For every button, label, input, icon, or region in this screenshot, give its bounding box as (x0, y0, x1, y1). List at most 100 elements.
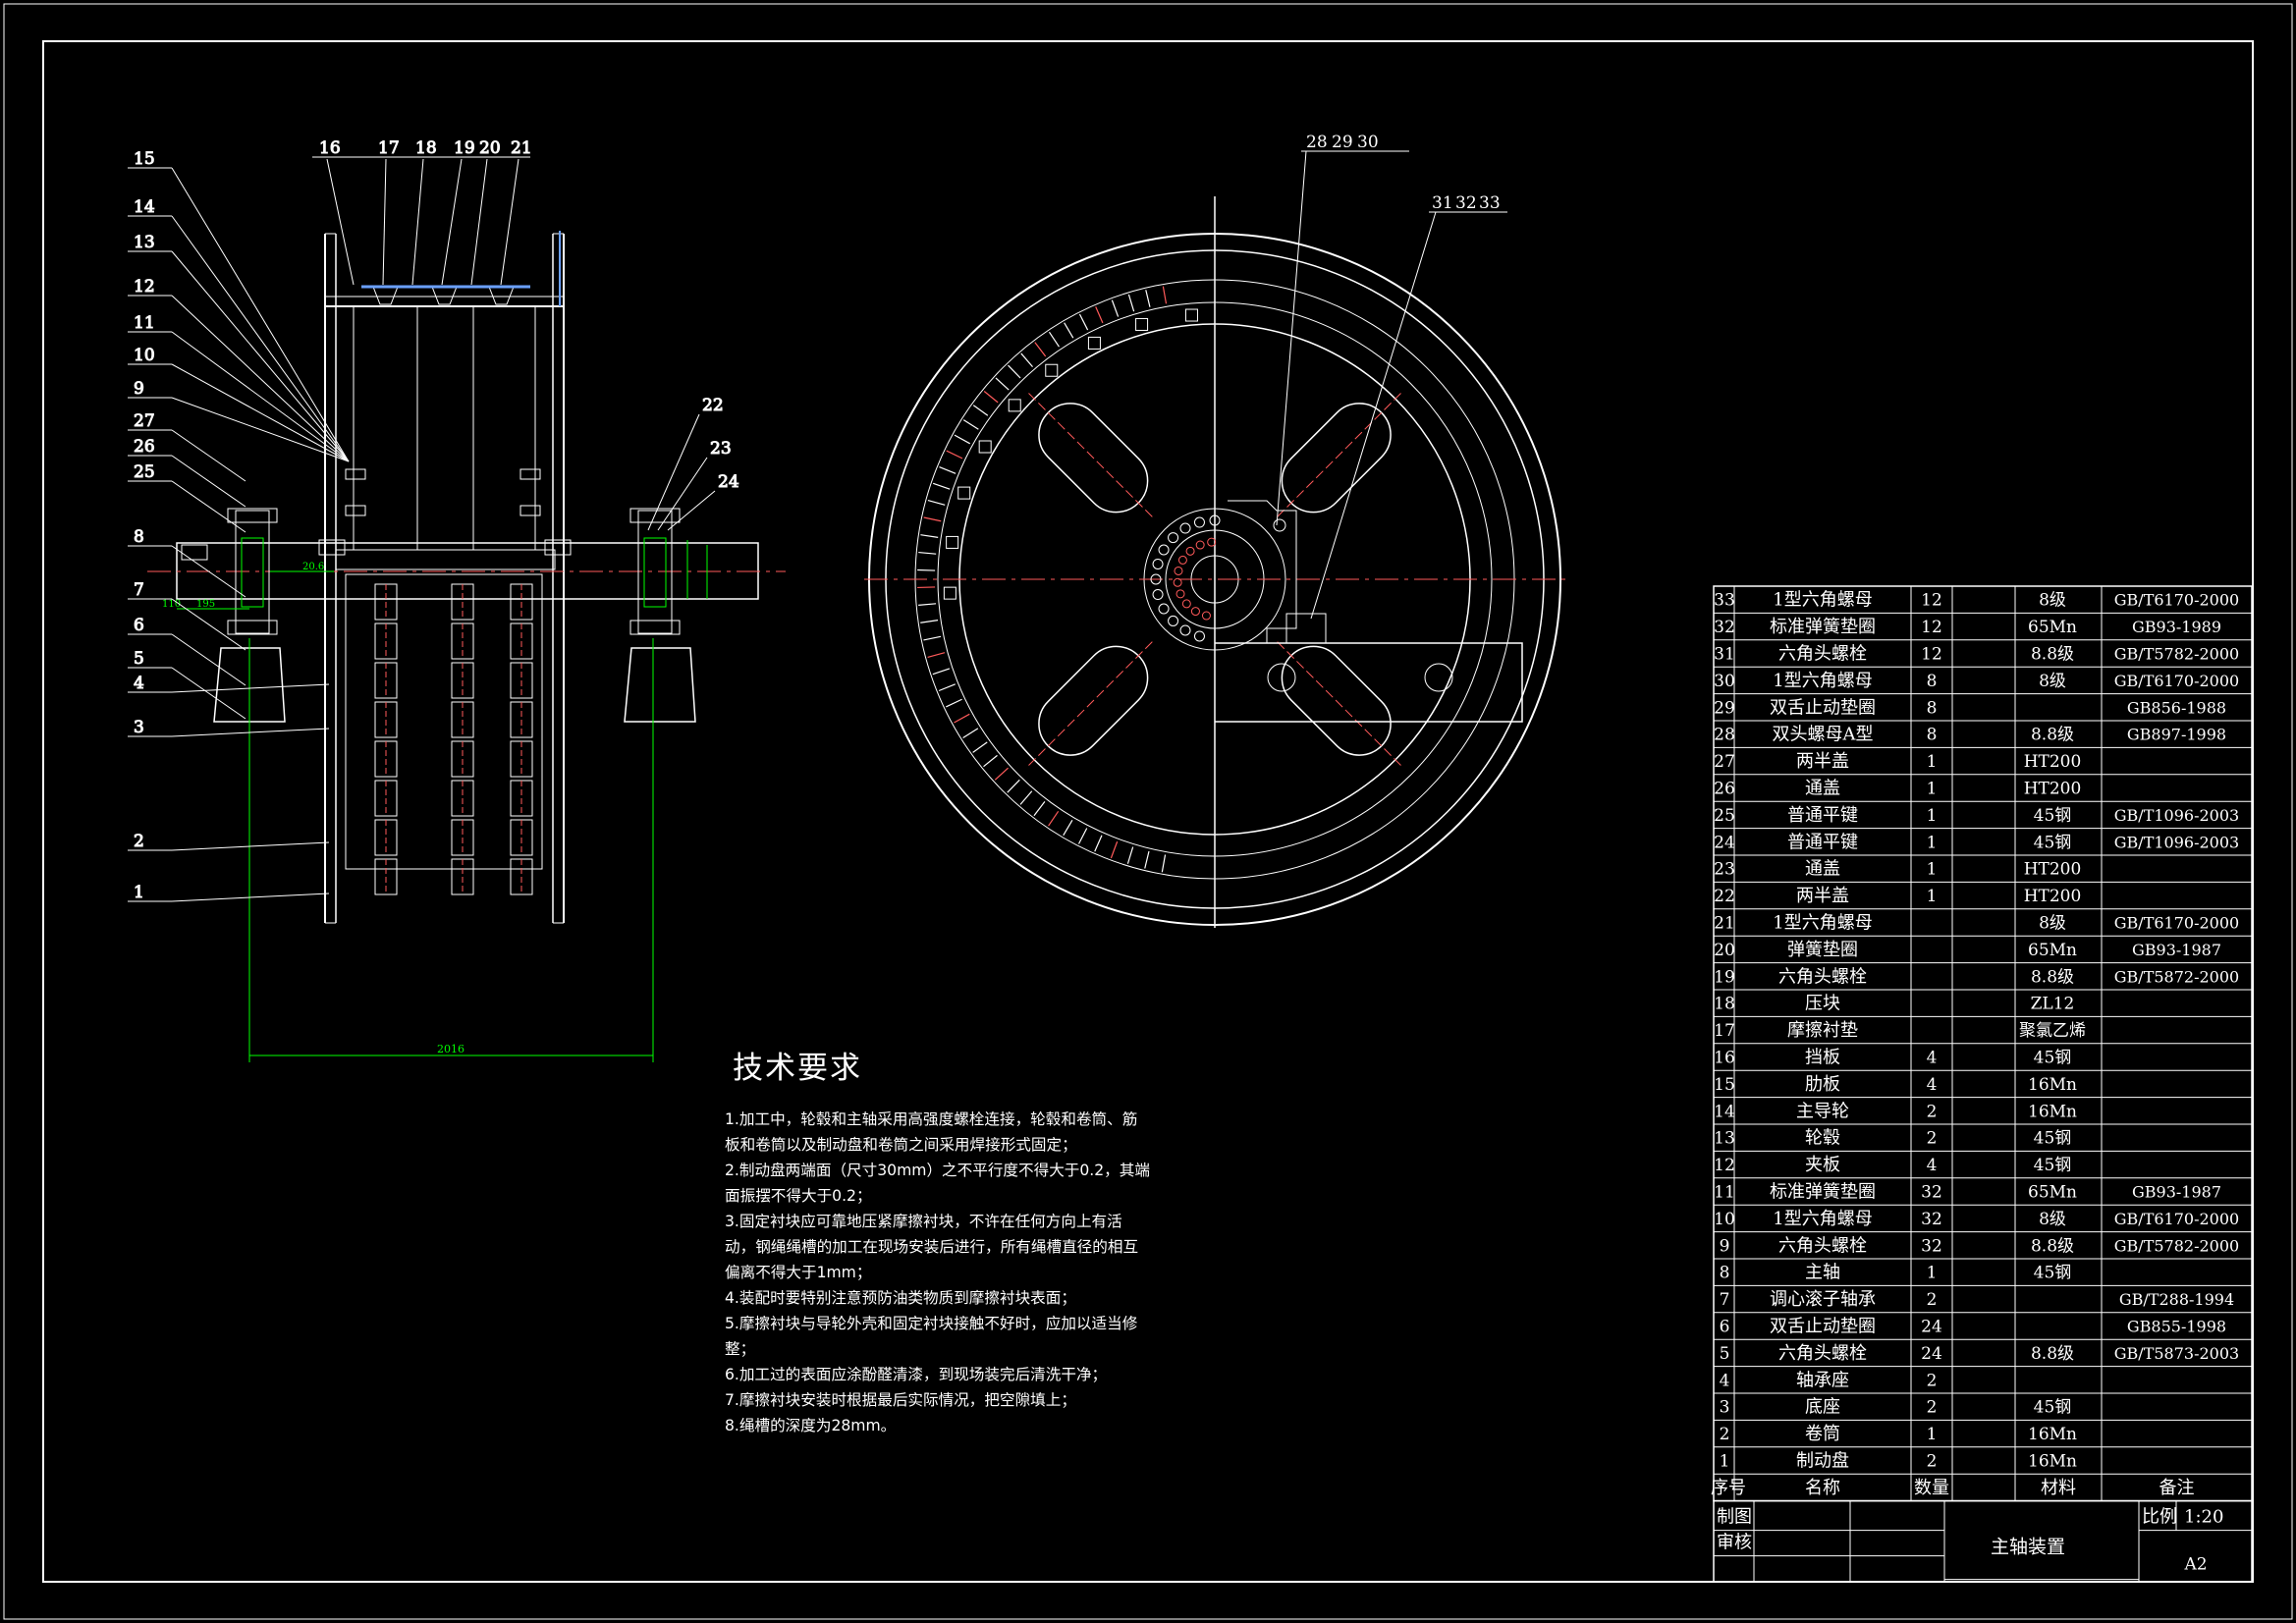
bom-no: 19 (1714, 967, 1735, 987)
bom-qty: 1 (1927, 806, 1938, 826)
callout-label: 27 (134, 411, 155, 431)
bom-row: 23 通盖 1 HT200 (1714, 859, 2081, 880)
bom-mat: HT200 (2024, 752, 2082, 772)
bom-name: 轴承座 (1796, 1370, 1849, 1390)
bom-header-name: 名称 (1805, 1478, 1840, 1498)
bom-no: 12 (1714, 1156, 1735, 1175)
bom-mat: 16Mn (2028, 1075, 2077, 1095)
bom-no: 18 (1714, 995, 1735, 1014)
bom-name: 通盖 (1805, 859, 1840, 880)
bom-qty: 4 (1927, 1049, 1938, 1068)
tech-title: 技术要求 (733, 1051, 862, 1086)
callout-label: 18 (415, 138, 437, 158)
bom-qty: 1 (1927, 780, 1938, 799)
bom-mat: HT200 (2024, 860, 2082, 880)
tech-line: 7.摩擦衬块安装时根据最后实际情况，把空隙填上； (725, 1391, 1076, 1409)
bom-mat: 8.8级 (2031, 1236, 2074, 1256)
bom-no: 23 (1714, 860, 1735, 880)
bom-name: 六角头螺栓 (1778, 1343, 1867, 1364)
bom-no: 27 (1714, 752, 1735, 772)
bom-no: 11 (1714, 1183, 1735, 1203)
callout-label: 21 (511, 138, 532, 158)
bom-qty: 1 (1927, 860, 1938, 880)
bom-header: 序号名称数量材料备注 (1711, 1478, 2195, 1498)
bom-mat: 45钢 (2034, 1398, 2072, 1418)
bom-name: 底座 (1805, 1397, 1840, 1418)
bom-no: 9 (1720, 1236, 1730, 1256)
technical-requirements: 技术要求 1.加工中，轮毂和主轴采用高强度螺栓连接，轮毂和卷筒、筋板和卷筒以及制… (725, 1043, 1157, 1438)
callout-label: 28 (1306, 133, 1328, 152)
bom-mat: 45钢 (2034, 806, 2072, 826)
tech-line: 5.摩擦衬块与导轮外壳和固定衬块接触不好时，应加以适当修 (725, 1315, 1138, 1332)
bom-note: GB/T5872-2000 (2114, 967, 2239, 986)
bom-mat: 8.8级 (2031, 967, 2074, 987)
callout-label: 33 (1479, 193, 1501, 213)
bom-qty: 32 (1921, 1210, 1942, 1229)
tech-line: 面振摆不得大于0.2； (725, 1187, 872, 1205)
bom-no: 5 (1720, 1344, 1730, 1364)
bom-mat: 45钢 (2034, 1156, 2072, 1175)
bom-name: 压块 (1805, 994, 1840, 1014)
bom-name: 双头螺母A型 (1773, 725, 1874, 745)
bom-note: GB/T6170-2000 (2114, 1210, 2239, 1228)
bom-header-no: 序号 (1711, 1478, 1746, 1498)
bom-no: 22 (1714, 887, 1735, 906)
callout-label: 8 (134, 527, 144, 547)
bom-qty: 32 (1921, 1236, 1942, 1256)
bom-mat: ZL12 (2031, 995, 2075, 1014)
callout-label: 30 (1357, 133, 1379, 152)
bom-no: 3 (1720, 1398, 1730, 1418)
tech-line: 1.加工中，轮毂和主轴采用高强度螺栓连接，轮毂和卷筒、筋 (725, 1110, 1138, 1128)
bom-header-mat: 材料 (2041, 1478, 2076, 1498)
bom-no: 26 (1714, 780, 1735, 799)
callout-label: 29 (1332, 133, 1353, 152)
callout-label: 1 (134, 883, 144, 902)
callout-label: 9 (134, 379, 144, 399)
callout-label: 10 (134, 346, 155, 365)
bom-qty: 1 (1927, 833, 1938, 852)
bom-name: 两半盖 (1796, 751, 1849, 772)
callout-label: 31 (1432, 193, 1453, 213)
tech-line: 2.制动盘两端面（尺寸30mm）之不平行度不得大于0.2，其端 (725, 1162, 1150, 1179)
dim-d3: 110 (162, 599, 181, 610)
bom-no: 28 (1714, 726, 1735, 745)
bom-name: 制动盘 (1796, 1451, 1849, 1472)
bom-name: 标准弹簧垫圈 (1770, 1182, 1876, 1203)
callout-label: 26 (134, 437, 155, 457)
bom-note: GB93-1987 (2132, 1183, 2221, 1202)
bom-name: 普通平键 (1787, 805, 1858, 826)
bom-mat: 8级 (2039, 914, 2066, 934)
bom-note: GB/T1096-2003 (2114, 833, 2239, 851)
bom-qty: 1 (1927, 887, 1938, 906)
bom-qty: 1 (1927, 752, 1938, 772)
bom-no: 21 (1714, 914, 1735, 934)
bom-mat: 8.8级 (2031, 726, 2074, 745)
bom-no: 8 (1720, 1264, 1730, 1283)
bom-mat: 65Mn (2028, 1183, 2077, 1203)
tech-line: 3.固定衬块应可靠地压紧摩擦衬块，不许在任何方向上有活 (725, 1213, 1122, 1230)
bom-row: 18 压块 ZL12 (1714, 994, 2074, 1014)
bom-name: 摩擦衬垫 (1787, 1020, 1858, 1041)
bom-name: 六角头螺栓 (1778, 1235, 1867, 1256)
bom-no: 20 (1714, 941, 1735, 960)
bom-qty: 24 (1921, 1318, 1942, 1337)
